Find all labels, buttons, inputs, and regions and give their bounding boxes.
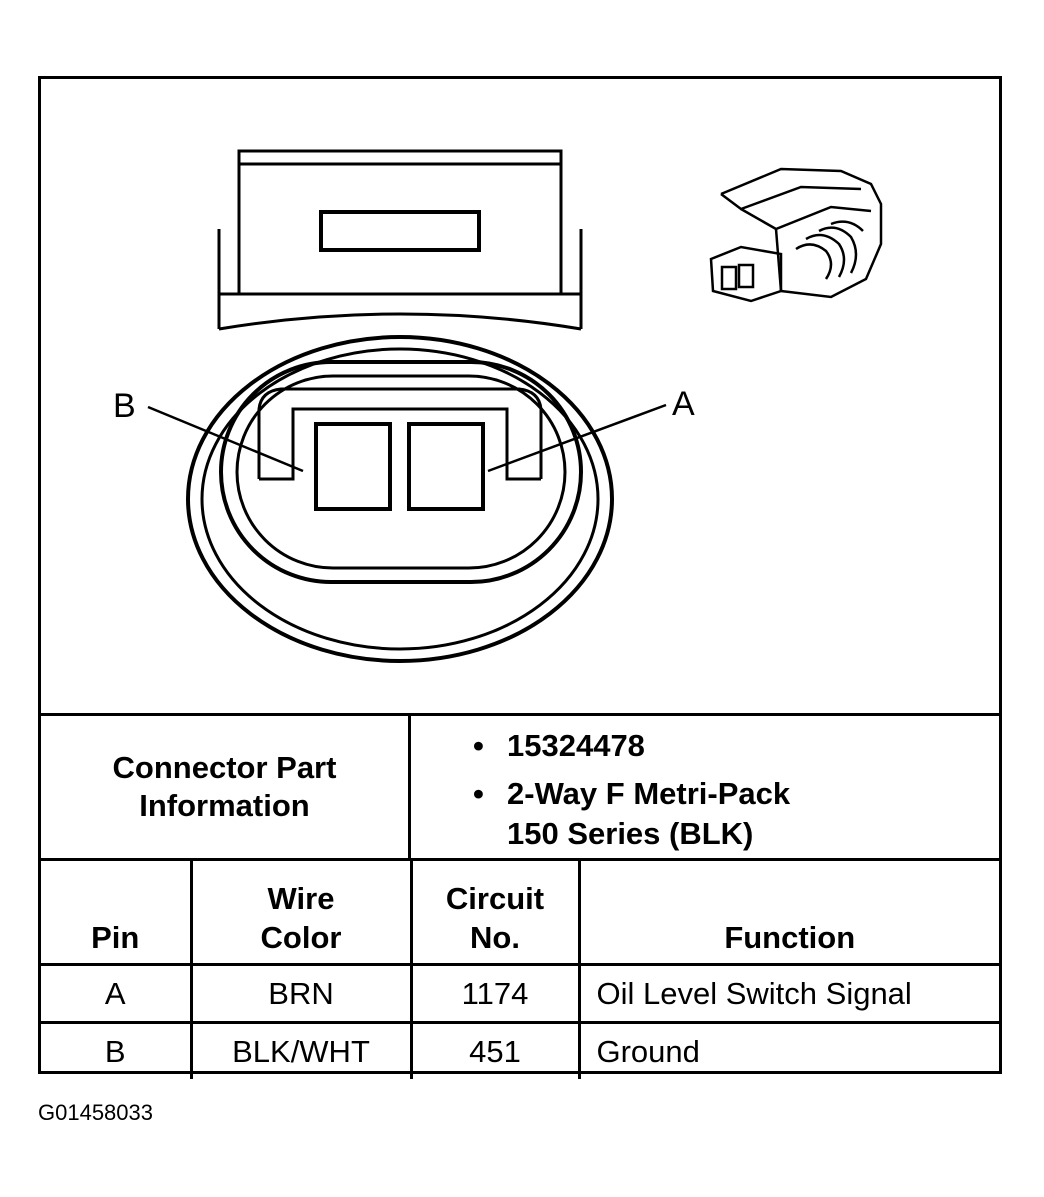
- cell-wire-color: BRN: [189, 963, 413, 1024]
- header-circuit-no: Circuit No.: [409, 861, 581, 966]
- connector-part-info: Connector Part Information • 15324478 • …: [41, 713, 999, 861]
- cell-circuit-no: 1174: [409, 963, 581, 1024]
- pin-a-label: A: [672, 385, 695, 423]
- bullet-icon: •: [473, 728, 484, 763]
- connector-drawing: B A: [41, 79, 999, 713]
- cell-pin: B: [41, 1021, 193, 1079]
- table-row: B BLK/WHT 451 Ground: [41, 1021, 999, 1079]
- header-pin: Pin: [41, 861, 193, 966]
- connector-info-label-cell: Connector Part Information: [41, 716, 411, 858]
- part-number: 15324478: [507, 728, 645, 763]
- cell-pin: A: [41, 963, 193, 1024]
- connector-description: 2-Way F Metri-Pack 150 Series (BLK): [507, 776, 791, 851]
- header-function: Function: [577, 861, 999, 966]
- cell-function: Oil Level Switch Signal: [577, 963, 999, 1024]
- connector-info-values: • 15324478 • 2-Way F Metri-Pack 150 Seri…: [411, 716, 999, 858]
- cell-circuit-no: 451: [409, 1021, 581, 1079]
- table-header-row: Pin Wire Color Circuit No. Function: [41, 861, 999, 966]
- cell-function: Ground: [577, 1021, 999, 1079]
- cell-wire-color: BLK/WHT: [189, 1021, 413, 1079]
- connector-isometric-sketch: [709, 167, 883, 303]
- bullet-icon: •: [473, 776, 484, 811]
- pin-b-label: B: [113, 387, 136, 425]
- header-wire-color: Wire Color: [189, 861, 413, 966]
- connector-face-illustration: [147, 149, 883, 663]
- diagram-frame: B A Connector Part Information • 1532447…: [38, 76, 1002, 1079]
- table-row: A BRN 1174 Oil Level Switch Signal: [41, 963, 999, 1024]
- pin-table: Pin Wire Color Circuit No. Function A BR…: [41, 861, 999, 1079]
- connector-info-label: Connector Part Information: [112, 750, 337, 823]
- figure-id: G01458033: [38, 1100, 153, 1125]
